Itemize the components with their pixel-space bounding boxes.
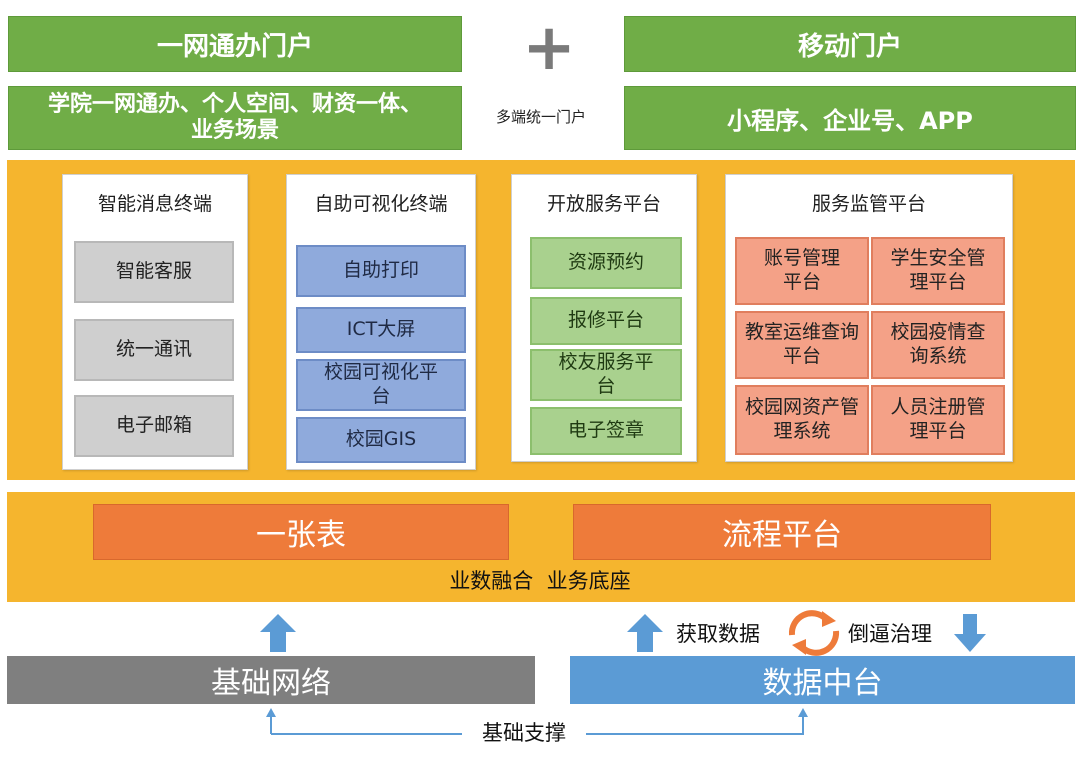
up-arrow-icon — [627, 614, 663, 652]
panel-item: 校园可视化平台 — [296, 359, 466, 411]
panel-item: ICT大屏 — [296, 307, 466, 353]
foundation-caption: 业数融合 业务底座 — [449, 569, 631, 593]
panel-title: 服务监管平台 — [811, 192, 926, 215]
up-arrow-icon — [260, 614, 296, 652]
panel-item: 电子邮箱 — [74, 395, 234, 457]
data-platform-bar: 数据中台 — [570, 656, 1075, 704]
get-data-label: 获取数据 — [676, 622, 760, 646]
cycle-arrows-icon — [788, 610, 840, 656]
down-arrow-icon — [954, 614, 986, 652]
panel-smart-message: 智能消息终端 智能客服 统一通讯 电子邮箱 — [62, 174, 248, 470]
panel-item: 智能客服 — [74, 241, 234, 303]
panel-item: 校园网资产管理系统 — [735, 385, 869, 455]
basic-network-bar: 基础网络 — [7, 656, 535, 704]
process-platform-bar: 流程平台 — [573, 504, 991, 560]
panel-item: 账号管理平台 — [735, 237, 869, 305]
panel-item: 校园GIS — [296, 417, 466, 463]
panel-item: 电子签章 — [530, 407, 682, 455]
multi-portal-label: 多端统一门户 — [495, 107, 586, 126]
portal-title-right: 移动门户 — [624, 16, 1076, 72]
panel-title: 自助可视化终端 — [314, 192, 448, 215]
panel-self-service: 自助可视化终端 自助打印 ICT大屏 校园可视化平台 校园GIS — [286, 174, 476, 470]
panel-open-service: 开放服务平台 资源预约 报修平台 校友服务平台 电子签章 — [511, 174, 697, 462]
panel-item: 资源预约 — [530, 237, 682, 289]
panel-service-supervision: 服务监管平台 账号管理平台 学生安全管理平台 教室运维查询平台 校园疫情查询系统… — [725, 174, 1013, 462]
panel-item: 自助打印 — [296, 245, 466, 297]
panel-title: 开放服务平台 — [546, 192, 661, 215]
panel-item: 校园疫情查询系统 — [871, 311, 1005, 379]
panel-item: 报修平台 — [530, 297, 682, 345]
panel-item: 人员注册管理平台 — [871, 385, 1005, 455]
panel-item: 教室运维查询平台 — [735, 311, 869, 379]
reverse-governance-label: 倒逼治理 — [848, 622, 932, 646]
portal-subtitle-right: 小程序、企业号、APP — [624, 86, 1076, 150]
basic-support-label: 基础支撑 — [462, 716, 586, 748]
portal-title-left: 一网通办门户 — [8, 16, 462, 72]
panel-title: 智能消息终端 — [97, 192, 212, 215]
plus-icon: + — [522, 11, 576, 85]
one-table-bar: 一张表 — [93, 504, 509, 560]
portal-subtitle-left: 学院一网通办、个人空间、财资一体、业务场景 — [8, 86, 462, 150]
panel-item: 校友服务平台 — [530, 349, 682, 401]
panel-item: 学生安全管理平台 — [871, 237, 1005, 305]
support-connector — [266, 708, 808, 735]
panel-item: 统一通讯 — [74, 319, 234, 381]
